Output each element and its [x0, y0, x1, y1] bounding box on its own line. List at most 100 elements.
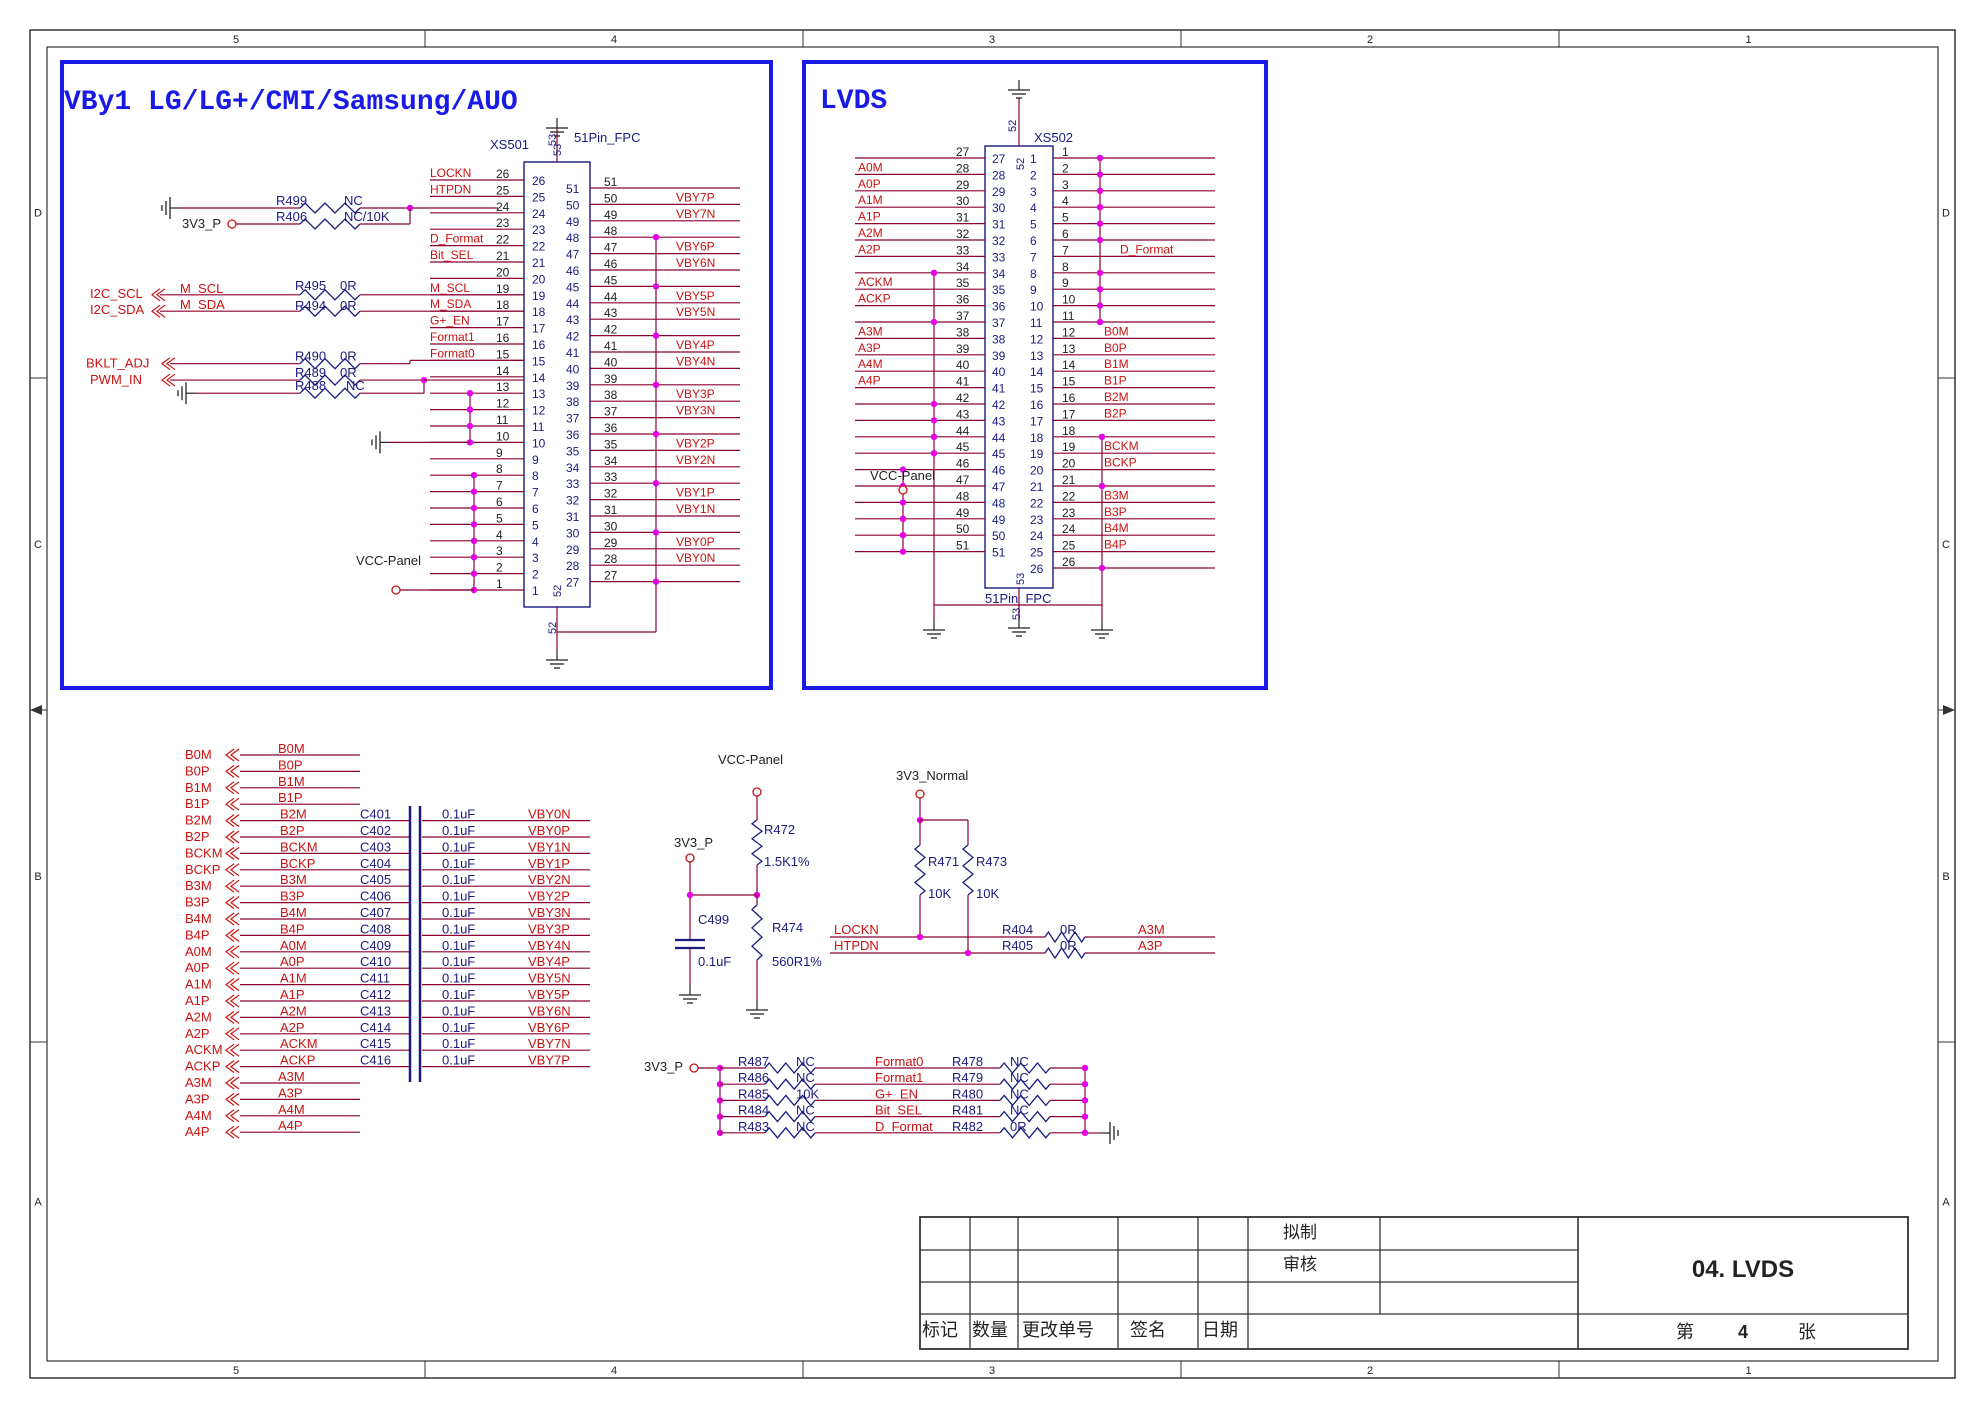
capacitor-value: 0.1uF [442, 872, 475, 887]
port-marker [161, 357, 176, 371]
port-label: B4P [185, 927, 210, 942]
sheet-title: 04. LVDS [1692, 1256, 1794, 1283]
net-label: VBY5P [528, 987, 570, 1002]
pin-number: 8 [1030, 267, 1037, 281]
pin-number: 19 [1062, 440, 1076, 454]
capacitor-ref: C406 [360, 889, 391, 904]
pin-number: 17 [532, 322, 546, 336]
net-label: VBY1P [676, 486, 715, 500]
pin-number: 44 [992, 431, 1006, 445]
junction-dot [470, 472, 478, 479]
capacitor-value: 0.1uF [442, 1053, 475, 1068]
junction-dot [899, 466, 907, 473]
section-title: VBy1 LG/LG+/CMI/Samsung/AUO [64, 87, 518, 118]
capacitor-value: 0.1uF [442, 1036, 475, 1051]
pin-number: 3 [1062, 178, 1069, 192]
pin-number: 41 [992, 382, 1006, 396]
pin-number: 52 [1015, 158, 1027, 170]
net-label: B3P [1104, 505, 1127, 519]
pin-number: 17 [1062, 407, 1076, 421]
capacitor-ref: C403 [360, 839, 391, 854]
net-label: VBY3P [676, 387, 715, 401]
net-label: ACKM [858, 275, 893, 289]
pin-number: 53 [1015, 573, 1027, 585]
port-label: PWM_IN [90, 372, 142, 387]
pin-number: 37 [956, 309, 970, 323]
pin-number: 52 [547, 622, 559, 634]
port-label: I2C_SDA [90, 302, 145, 317]
resistor [299, 288, 361, 301]
net-label: A3P [858, 341, 881, 355]
pin-number: 14 [496, 364, 510, 378]
port-marker [225, 961, 240, 975]
power-port [227, 219, 237, 229]
pin-number: 35 [956, 276, 970, 290]
net-label: A0P [280, 954, 305, 969]
power-label: VCC-Panel [718, 752, 783, 767]
connector-ref: XS501 [490, 137, 529, 152]
junction-dot [1096, 171, 1104, 178]
pin-number: 42 [992, 398, 1006, 412]
pin-number: 31 [956, 211, 970, 225]
capacitor-value: 0.1uF [442, 938, 475, 953]
pin-number: 12 [496, 397, 510, 411]
column-header: 数量 [972, 1320, 1008, 1340]
junction-dot [470, 554, 478, 561]
pin-number: 39 [566, 379, 580, 393]
resistor-value: 0R [1060, 938, 1077, 953]
junction-dot [1081, 1064, 1089, 1072]
net-label: VBY0P [528, 823, 570, 838]
net-label: A0P [858, 177, 881, 191]
pin-number: 48 [566, 231, 580, 245]
pin-number: 42 [956, 391, 970, 405]
net-label: B4M [280, 905, 307, 920]
net-label: VBY4N [528, 938, 571, 953]
resistor-ref: R474 [772, 920, 803, 935]
pin-number: 30 [566, 526, 580, 540]
port-marker [225, 781, 240, 795]
pin-number: 21 [1030, 480, 1044, 494]
resistor [999, 1061, 1051, 1075]
zone-number-bottom: 5 [233, 1365, 239, 1377]
pin-number: 7 [532, 486, 539, 500]
pin-number: 30 [604, 519, 618, 533]
pin-number: 43 [956, 407, 970, 421]
resistor [961, 844, 975, 896]
pin-number: 2 [532, 568, 539, 582]
net-label: B2M [1104, 390, 1129, 404]
junction-dot [652, 381, 660, 388]
resistor-ref: R495 [295, 278, 326, 293]
pin-number: 6 [532, 502, 539, 516]
pin-number: 53 [1011, 608, 1023, 620]
net-label: A3M [1138, 922, 1165, 937]
port-marker [225, 1076, 240, 1090]
pin-number: 16 [1030, 398, 1044, 412]
pin-number: 38 [992, 332, 1006, 346]
pin-number: 36 [956, 293, 970, 307]
net-label: BCKP [280, 856, 315, 871]
zone-number-top: 4 [611, 34, 617, 46]
net-label: D_Format [875, 1119, 933, 1134]
net-label: VBY6N [528, 1003, 571, 1018]
junction-dot [470, 570, 478, 577]
pin-number: 30 [956, 194, 970, 208]
net-label: ACKP [280, 1053, 315, 1068]
pin-number: 47 [956, 473, 970, 487]
resistor-value: NC/10K [344, 209, 390, 224]
pin-number: 2 [1062, 161, 1069, 175]
resistor-value: 0R [340, 298, 357, 313]
capacitor-ref: C499 [698, 912, 729, 927]
pin-number: 42 [604, 323, 618, 337]
resistor-value: NC [1010, 1103, 1029, 1118]
net-label: VBY1P [528, 856, 570, 871]
pin-number: 31 [604, 503, 618, 517]
net-label: VBY2P [676, 436, 715, 450]
net-label: Bit_SEL [430, 248, 474, 262]
resistor [1044, 930, 1086, 944]
junction-dot [964, 949, 972, 957]
port-label: A1P [185, 993, 210, 1008]
pin-number: 20 [1062, 457, 1076, 471]
pin-number: 22 [496, 233, 510, 247]
resistor-value: 560R1% [772, 954, 822, 969]
